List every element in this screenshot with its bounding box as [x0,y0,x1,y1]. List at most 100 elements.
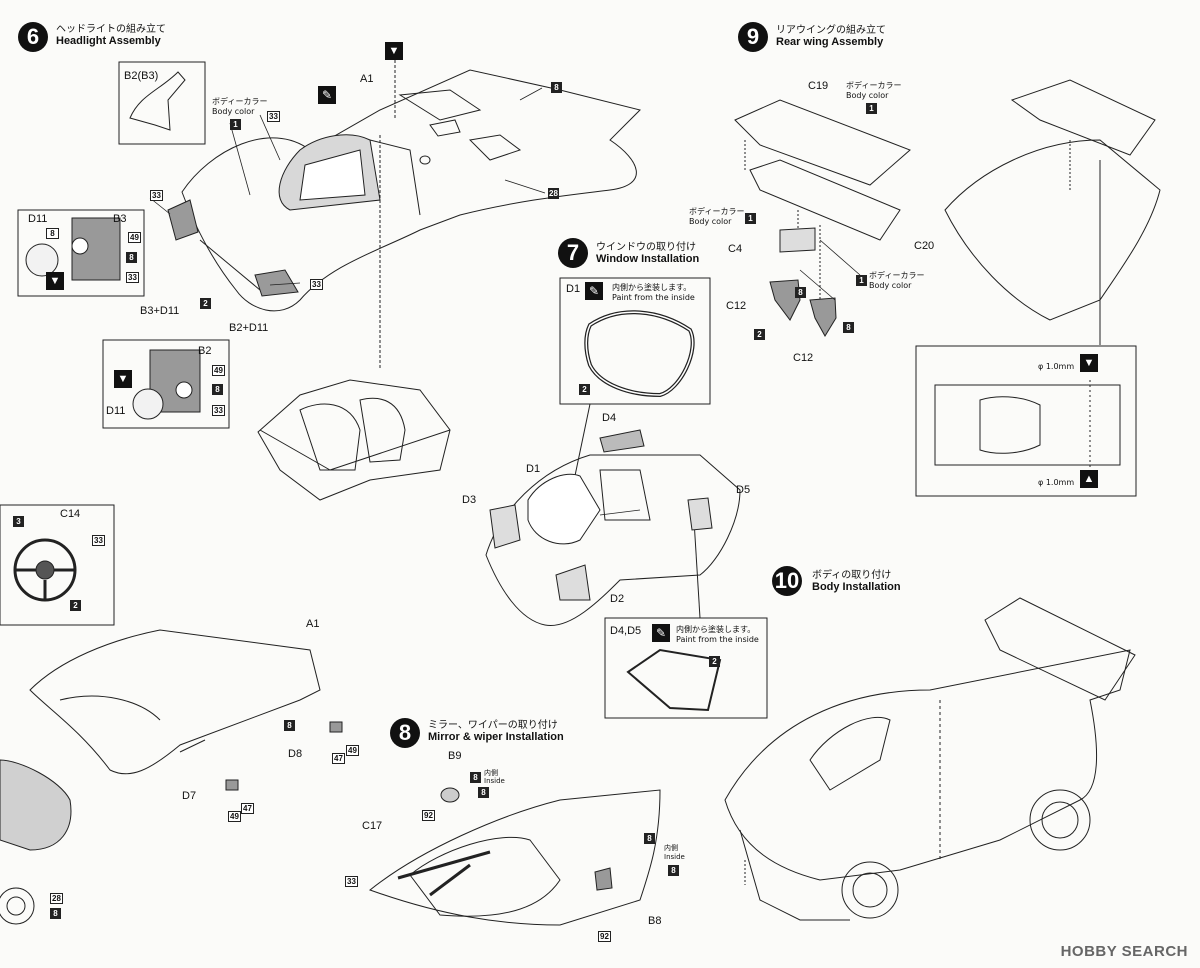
paint-code-3: 3 [13,516,24,527]
step8-title-en: Mirror & wiper Installation [428,731,564,743]
drill-icon: ▼ [1080,354,1098,372]
step8-mirror-wiper [368,787,661,926]
label-d4: D4 [602,412,617,424]
brush-icon: ✎ [585,282,603,300]
label-d8: D8 [288,748,303,760]
inside-en: Inside [664,853,685,861]
paint-inside-jp: 内側から塗装します。 [612,283,692,292]
body-color-jp: ボディーカラー [689,207,745,216]
paint-inside-en: Paint from the inside [676,635,759,644]
label-a1-lower: A1 [306,618,320,630]
drill-icon: ▼ [385,42,403,60]
body-color-en: Body color [869,281,912,290]
paint-code-49: 49 [346,745,359,756]
paint-code-1: 1 [856,275,867,286]
step7-number: 7 [558,238,588,268]
label-c12: C12 [793,352,814,364]
step8-title-jp: ミラー、ワイパーの取り付け [428,720,558,731]
paint-code-49: 49 [128,232,141,243]
paint-code-8: 8 [46,228,59,239]
watermark: HOBBY SEARCH [1060,943,1188,960]
label-d2: D2 [610,593,625,605]
step10-number: 10 [772,566,802,596]
label-d3: D3 [462,494,477,506]
label-b8: B8 [648,915,662,927]
step6-lower-body [0,504,343,925]
body-color-en: Body color [212,107,255,116]
step8-number: 8 [390,718,420,748]
step6-cockpit-tub [257,379,451,501]
brush-icon: ✎ [318,86,336,104]
paint-code-47: 47 [332,753,345,764]
body-color-jp: ボディーカラー [846,81,902,90]
paint-code-8: 8 [50,908,61,919]
step9-title-en: Rear wing Assembly [776,36,884,48]
drill-size: φ 1.0mm [1038,478,1075,487]
paint-code-28: 28 [548,188,559,199]
paint-code-33: 33 [310,279,323,290]
paint-code-33: 33 [212,405,225,416]
paint-code-8: 8 [551,82,562,93]
step7-callout [485,277,768,719]
paint-code-49: 49 [212,365,225,376]
step6-title-en: Headlight Assembly [56,35,161,47]
paint-code-33: 33 [150,190,163,201]
step7-title-jp: ウインドウの取り付け [596,242,696,253]
body-color-jp: ボディーカラー [212,97,268,106]
label-d11: D11 [106,405,126,417]
paint-code-8: 8 [470,772,481,783]
paint-code-1: 1 [745,213,756,224]
paint-code-8: 8 [644,833,655,844]
body-color-en: Body color [689,217,732,226]
paint-code-8: 8 [668,865,679,876]
label-b9: B9 [448,750,462,762]
label-c4: C4 [728,243,743,255]
paint-code-8: 8 [843,322,854,333]
label-c14: C14 [60,508,81,520]
label-d11: D11 [28,213,48,225]
step10-title-jp: ボディの取り付け [812,570,892,581]
paint-code-8: 8 [284,720,295,731]
label-b3d11: B3+D11 [140,305,180,317]
label-d7: D7 [182,790,197,802]
label-c20: C20 [914,240,935,252]
paint-code-49: 49 [228,811,241,822]
paint-code-8: 8 [212,384,223,395]
leader-lines [149,87,861,516]
step9-title-jp: リアウイングの組み立て [776,25,886,36]
paint-code-2: 2 [579,384,590,395]
step9-rear-wing [734,79,1161,497]
label-d5: D5 [736,484,751,496]
paint-code-33: 33 [345,876,358,887]
paint-code-2: 2 [200,298,211,309]
label-c17: C17 [362,820,383,832]
paint-code-2: 2 [709,656,720,667]
inside-jp: 内側 [664,844,678,852]
brush-icon: ✎ [652,624,670,642]
label-c19: C19 [808,80,829,92]
step10-full-car [724,597,1136,921]
paint-code-2: 2 [70,600,81,611]
paint-code-47: 47 [241,803,254,814]
inside-jp: 内側 [484,769,498,777]
paint-code-1: 1 [866,103,877,114]
inside-en: Inside [484,777,505,785]
step6-inset-boxes [17,61,230,429]
drill-icon: ▼ [114,370,132,388]
step6-title-jp: ヘッドライトの組み立て [56,24,166,35]
paint-code-33: 33 [267,111,280,122]
body-color-jp: ボディーカラー [869,271,925,280]
paint-code-33: 33 [92,535,105,546]
step10-title-en: Body Installation [812,581,901,593]
paint-code-8: 8 [126,252,137,263]
paint-code-8: 8 [478,787,489,798]
label-c12: C12 [726,300,747,312]
paint-code-2: 2 [754,329,765,340]
paint-inside-jp: 内側から塗装します。 [676,625,756,634]
label-d1: D1 [566,283,581,295]
paint-code-92: 92 [422,810,435,821]
drill-icon: ▼ [46,272,64,290]
label-a1-top: A1 [360,73,374,85]
paint-code-8: 8 [795,287,806,298]
